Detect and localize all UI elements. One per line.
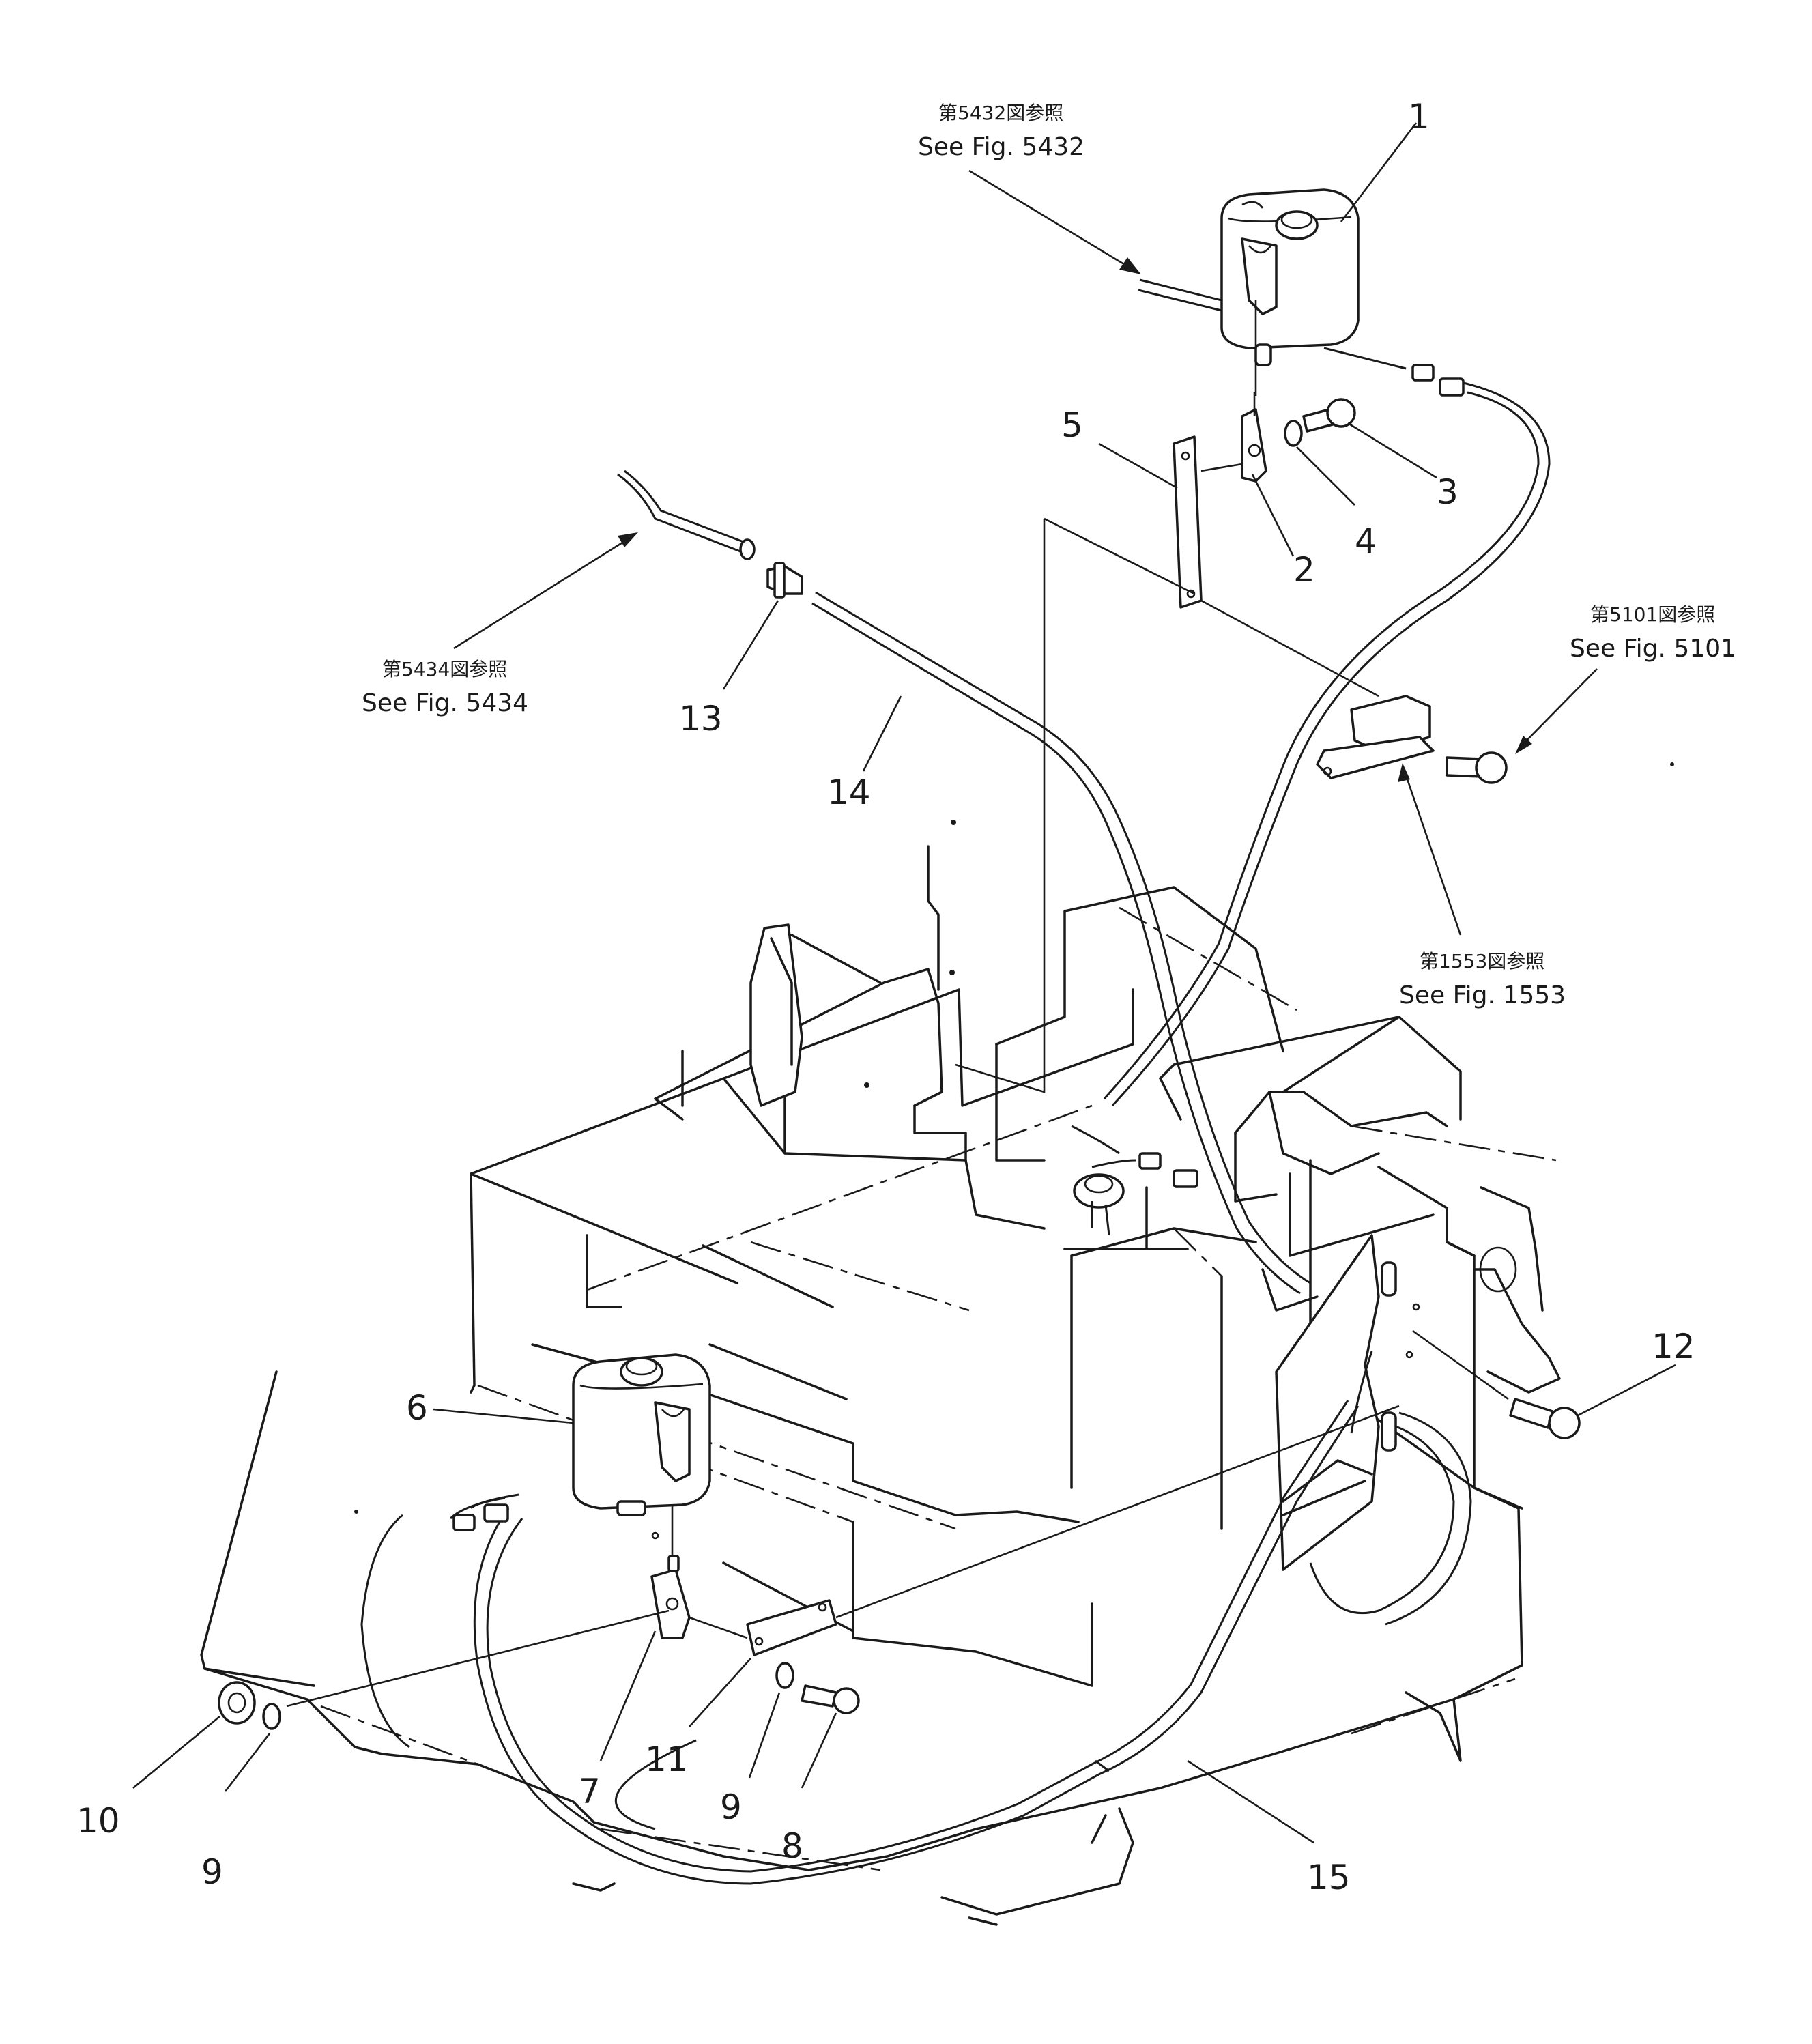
ref-5434-en: See Fig. 5434	[362, 689, 528, 717]
part-4-washer	[1284, 420, 1303, 447]
ref-5434-jp: 第5434図参照	[382, 658, 507, 680]
figure-references: 第5432図参照 See Fig. 5432 第5434図参照 See Fig.…	[362, 102, 1736, 1009]
callout-6: 6	[406, 1388, 428, 1428]
callout-1: 1	[1408, 97, 1430, 136]
hose-end-5434	[617, 470, 756, 560]
part-11-plate	[689, 1405, 1400, 1656]
callout-4: 4	[1355, 521, 1377, 561]
ref-5432-jp: 第5432図参照	[938, 102, 1063, 124]
tube-14	[811, 591, 1311, 1295]
part-9-washer-a	[775, 1662, 794, 1689]
bolt-5101	[1446, 751, 1508, 784]
part-8-bolt	[801, 1684, 860, 1714]
dots	[354, 762, 1674, 1514]
callout-2: 2	[1293, 550, 1315, 590]
connectors	[452, 364, 1465, 1531]
ref-1553-en: See Fig. 1553	[1399, 981, 1566, 1009]
callout-5: 5	[1061, 405, 1083, 445]
part-2-bracket	[1241, 392, 1267, 483]
machine-frame	[200, 1370, 1523, 1926]
part-1-washer-tank	[1138, 188, 1360, 366]
part-12-bolt	[1412, 1329, 1581, 1439]
callout-15: 15	[1307, 1858, 1351, 1897]
ref-5101-en: See Fig. 5101	[1570, 635, 1736, 663]
callout-7: 7	[579, 1772, 601, 1811]
left-upper-housing	[654, 845, 967, 1162]
reference-arrows	[453, 169, 1598, 936]
engine-block	[470, 988, 1134, 1687]
tube-15	[473, 1400, 1472, 1885]
callout-13: 13	[679, 699, 723, 738]
rear-tank-housing	[1234, 1091, 1561, 1510]
arrow-head-1553	[1398, 763, 1410, 782]
arrow-head-5432	[1119, 257, 1141, 274]
ref-5432-en: See Fig. 5432	[918, 133, 1084, 161]
ref-1553-jp: 第1553図参照	[1420, 950, 1544, 973]
part-7-bracket	[650, 1505, 691, 1639]
callout-leaders	[132, 122, 1676, 1844]
mounting-bracket-1553	[1316, 695, 1435, 779]
callout-10: 10	[76, 1801, 120, 1841]
callout-11: 11	[645, 1740, 689, 1779]
part-5-plate	[1173, 435, 1203, 609]
assembly-lines-upper	[955, 300, 1379, 1093]
part-9-washer-b	[262, 1703, 281, 1730]
callout-3: 3	[1437, 472, 1458, 512]
part-3-bolt	[1302, 398, 1356, 433]
right-upper-housing	[995, 886, 1462, 1530]
part-10-nut	[218, 1609, 670, 1725]
callout-9-a: 9	[720, 1787, 742, 1827]
callout-8: 8	[781, 1826, 803, 1866]
ref-5101-jp: 第5101図参照	[1590, 603, 1715, 626]
callout-9-b: 9	[201, 1852, 223, 1892]
callout-14: 14	[827, 773, 871, 812]
radiator-bracket	[1275, 1234, 1420, 1571]
callout-labels: 1 2 3 4 5 6 7 8 9 9 10 11 12 13 14 15	[76, 97, 1695, 1897]
part-13-joint	[766, 562, 803, 599]
arrow-head-5101	[1515, 736, 1532, 754]
arrow-head-5434	[618, 532, 638, 547]
callout-12: 12	[1652, 1327, 1695, 1366]
part-6-washer-tank	[572, 1353, 711, 1540]
